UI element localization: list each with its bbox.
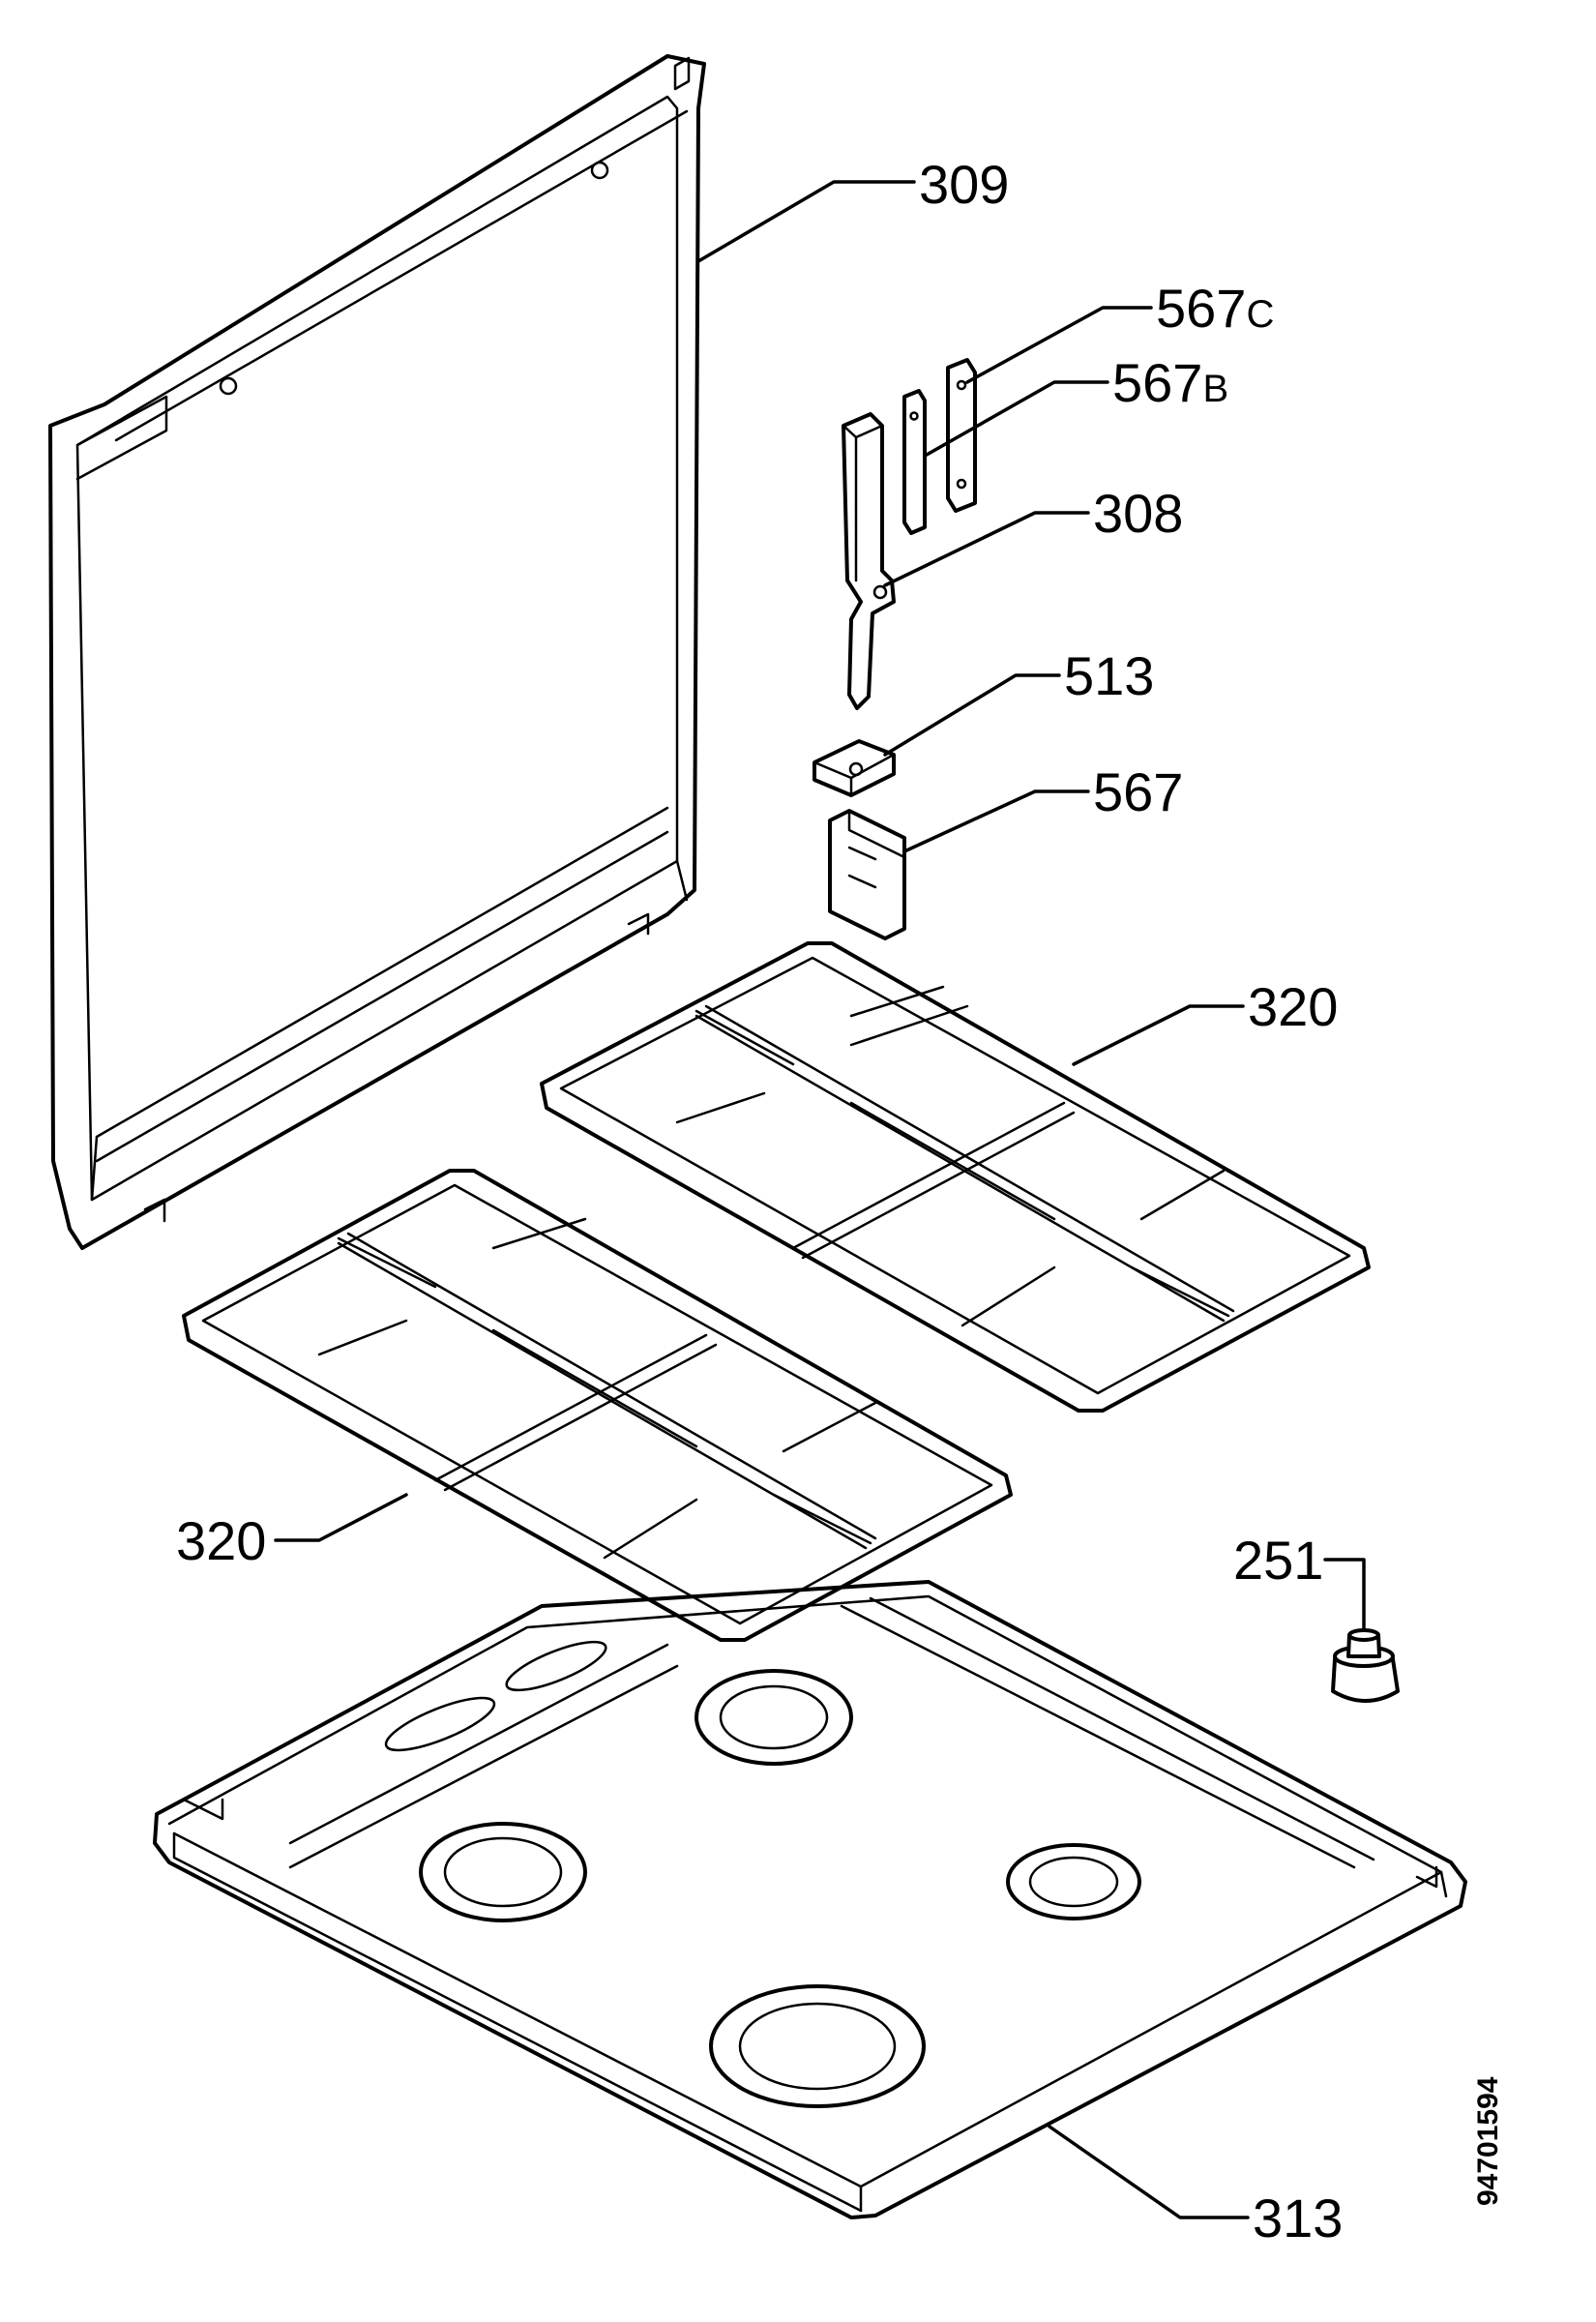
callout-308: 308: [1093, 483, 1183, 544]
callout-567: 567: [1093, 761, 1183, 822]
leader-567b: [925, 380, 1109, 457]
callout-313: 313: [1253, 2188, 1343, 2248]
callout-320-left: 320: [176, 1510, 266, 1571]
callout-513: 513: [1064, 645, 1154, 706]
burner-cap-part: [1331, 1628, 1400, 1703]
burner-ring-rear: [695, 1669, 853, 1766]
callout-567c: 567C: [1156, 278, 1274, 339]
leader-308: [883, 511, 1090, 587]
hinge-strip-b: [902, 389, 927, 535]
burner-ring-left: [419, 1822, 587, 1922]
lid-part: [48, 54, 706, 1250]
leader-567c: [965, 306, 1153, 384]
callout-309: 309: [919, 154, 1009, 215]
leader-567: [902, 789, 1090, 853]
drawing-number: 94701594: [1472, 2076, 1504, 2206]
hinge-clip: [813, 739, 896, 797]
leader-320-left: [274, 1493, 408, 1542]
leader-251: [1323, 1558, 1366, 1632]
callout-567b: 567B: [1112, 352, 1228, 413]
burner-ring-front: [709, 1984, 926, 2108]
cooktop-tray: [153, 1580, 1467, 2219]
pan-support-left: [182, 1169, 1013, 1642]
pan-support-right: [540, 941, 1371, 1413]
burner-ring-right: [1006, 1843, 1141, 1920]
leader-309: [696, 180, 916, 263]
leader-lines: [274, 180, 1366, 2219]
leader-320-right: [1072, 1004, 1245, 1066]
hinge-arm: [842, 412, 896, 710]
leader-313: [1048, 2125, 1250, 2219]
callout-251: 251: [1233, 1530, 1323, 1591]
leader-513: [883, 673, 1061, 757]
callout-320-right: 320: [1248, 976, 1338, 1037]
hinge-bracket: [828, 809, 906, 940]
